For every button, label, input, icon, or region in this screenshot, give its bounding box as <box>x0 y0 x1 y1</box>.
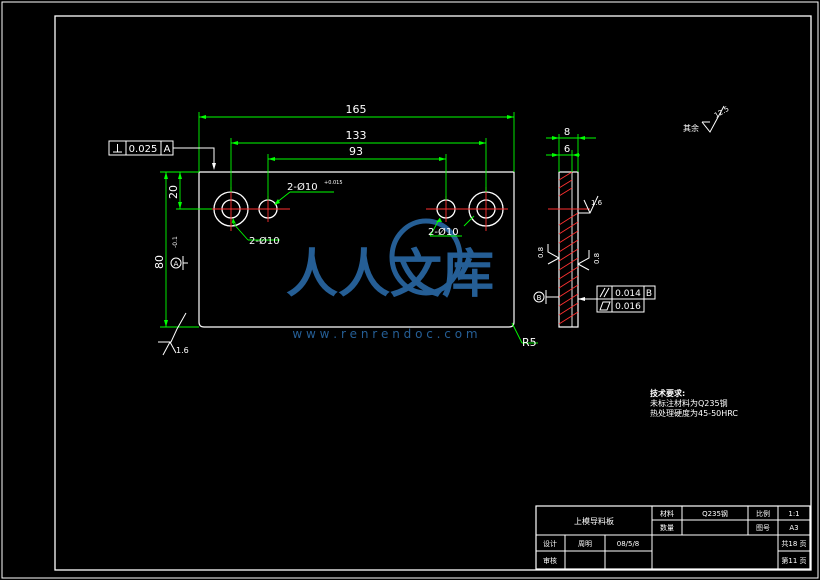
roughness-side-top: 1.6 <box>578 195 603 214</box>
roughness-general: 其余 12.5 <box>683 105 731 133</box>
dim-thickness-step: 6 <box>564 144 570 155</box>
callout-hole-right: 2-Ø10 <box>428 226 459 238</box>
roughness-side-top-value: 1.6 <box>591 199 603 207</box>
datum-b: B <box>533 290 559 304</box>
tb-sheets-total: 共18 页 <box>781 539 806 548</box>
roughness-general-label: 其余 <box>683 123 699 133</box>
tb-drawing-no-value: A3 <box>789 524 798 532</box>
side-dimension-arrows <box>552 136 585 157</box>
dim-height: 80 <box>153 255 166 269</box>
datum-a-label: A <box>174 260 179 268</box>
tb-drawing-no-label: 图号 <box>756 524 770 532</box>
tb-scale-label: 比例 <box>756 509 770 518</box>
side-view: 8 6 1.6 0.8 0.8 B <box>533 127 656 328</box>
callout-hole-left: 2-Ø10 <box>249 235 280 247</box>
drawing-border <box>54 15 812 571</box>
tb-qty-label: 数量 <box>660 523 674 532</box>
dim-height-tolerance: -0.1 <box>172 236 179 248</box>
roughness-side-right-value: 0.8 <box>593 253 601 264</box>
technical-notes: 技术要求: 未标注材料为Q235钢 热处理硬度为45-50HRC <box>650 388 738 418</box>
parallel-datum: B <box>646 289 652 299</box>
side-dimension-lines <box>546 134 596 172</box>
callout-hole-tol-fit: +0.015 <box>324 180 343 186</box>
roughness-bottom-left: 1.6 <box>158 312 189 356</box>
dim-hole-spacing-inner: 93 <box>349 145 363 158</box>
dim-top-offset: 20 <box>167 185 180 199</box>
datum-a: A <box>170 256 188 270</box>
parallel-value: 0.014 <box>615 289 641 299</box>
centerlines <box>209 187 508 231</box>
notes-line1: 未标注材料为Q235钢 <box>650 398 728 408</box>
tb-scale-value: 1:1 <box>788 510 799 518</box>
tb-review-label: 审核 <box>543 556 557 565</box>
callout-hole-tol: 2-Ø10 <box>287 181 318 193</box>
roughness-side-left: 0.8 <box>537 244 560 265</box>
tb-date: 08/5/8 <box>617 540 640 548</box>
tb-designer: 周明 <box>578 540 592 548</box>
dimension-arrows <box>164 115 514 327</box>
dim-overall-width: 165 <box>346 103 367 116</box>
side-hatch-lines <box>548 171 590 325</box>
front-view: 165 133 93 80 -0.1 20 2-Ø10 +0.015 2-Ø10… <box>108 103 538 356</box>
dim-corner-radius: R5 <box>522 336 537 349</box>
tb-material-label: 材料 <box>660 509 674 518</box>
roughness-bottom-left-value: 1.6 <box>176 346 189 355</box>
dimension-texts: 165 133 93 80 -0.1 20 2-Ø10 +0.015 2-Ø10… <box>153 103 537 349</box>
dimension-lines <box>160 112 538 344</box>
notes-title: 技术要求: <box>650 388 685 398</box>
tb-material-value: Q235钢 <box>702 509 728 518</box>
tb-part-name: 上模导料板 <box>574 516 614 526</box>
perpendicularity-frame: 0.025 A <box>108 140 216 170</box>
parallelism-flatness-frame: 0.014 B 0.016 <box>578 285 656 313</box>
roughness-general-value: 12.5 <box>713 105 731 120</box>
tb-sheet-current: 第11 页 <box>781 556 806 565</box>
roughness-side-right: 0.8 <box>577 250 601 271</box>
dim-hole-spacing-outer: 133 <box>346 129 367 142</box>
watermark-brand: 人人文库 <box>286 245 494 305</box>
flatness-value: 0.016 <box>615 302 641 312</box>
perp-value: 0.025 <box>129 144 158 155</box>
plate-outline <box>198 171 515 328</box>
notes-line2: 热处理硬度为45-50HRC <box>650 408 738 418</box>
title-block: 上模导料板 材料 Q235钢 比例 1:1 数量 图号 A3 设计 周明 08/… <box>535 505 811 570</box>
roughness-side-left-value: 0.8 <box>537 247 545 258</box>
dim-thickness-total: 8 <box>564 127 570 138</box>
datum-b-label: B <box>537 294 542 302</box>
watermark: 人人文库 w w w . r e n r e n d o c . c o m <box>286 218 494 341</box>
watermark-url: w w w . r e n r e n d o c . c o m <box>292 327 477 341</box>
perp-datum: A <box>164 144 171 155</box>
watermark-logo-ring <box>389 218 463 296</box>
tb-design-label: 设计 <box>543 539 557 548</box>
